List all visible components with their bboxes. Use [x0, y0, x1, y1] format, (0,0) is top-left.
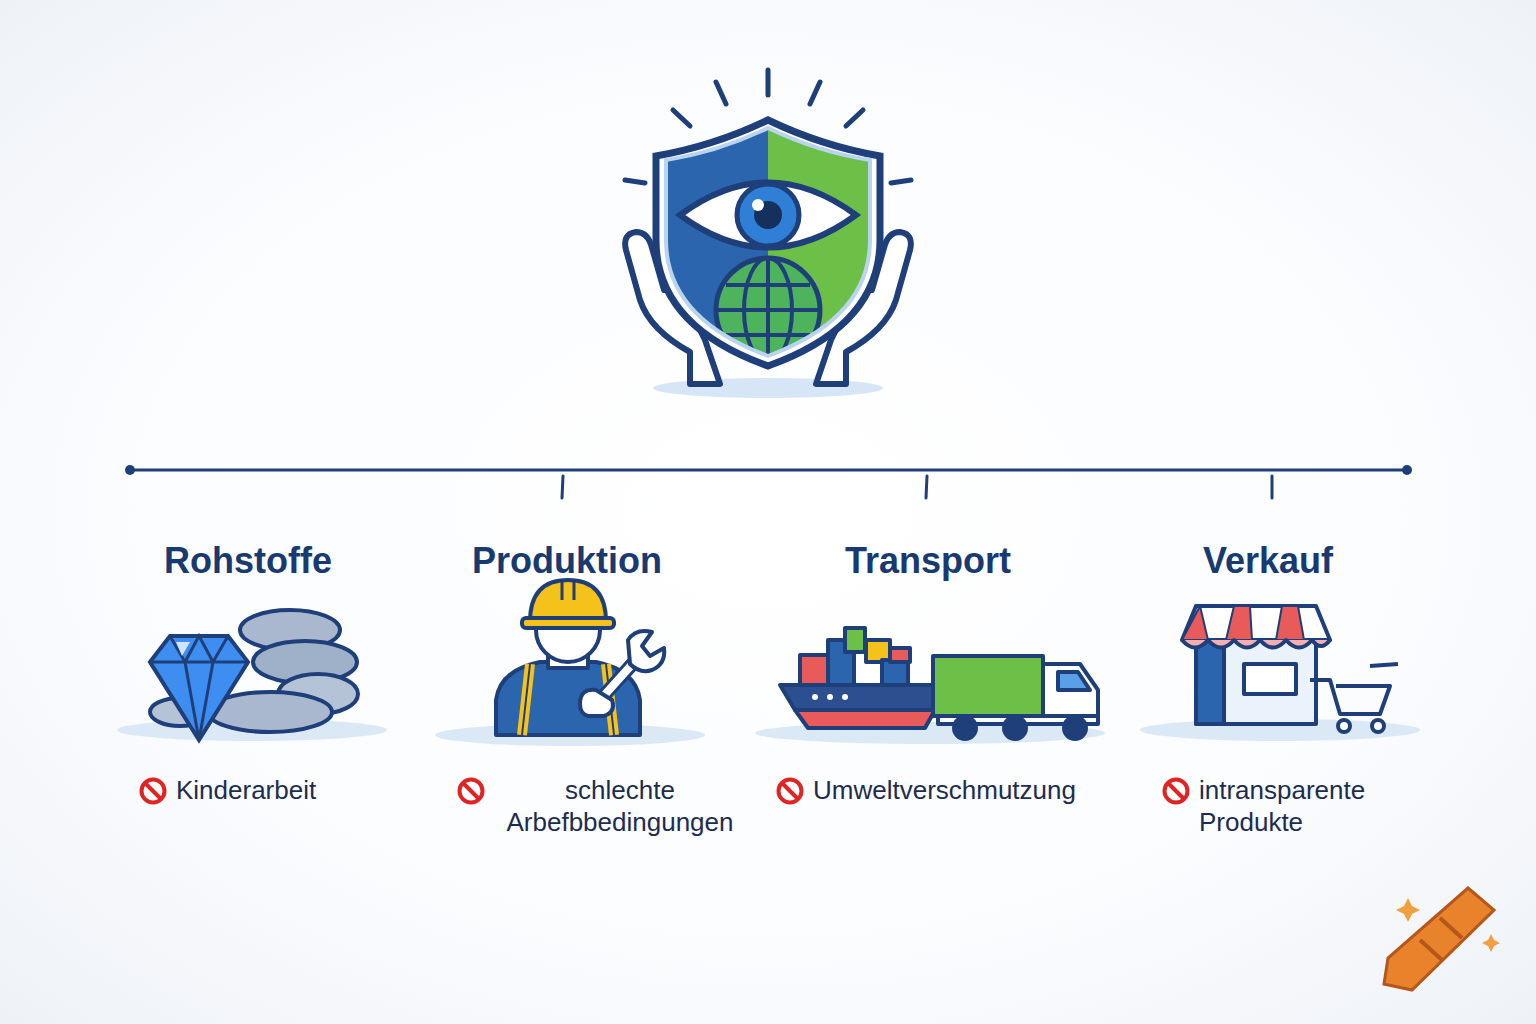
issue-item: schlechte Arbefbbedingungen: [456, 774, 746, 838]
line-end: [1402, 465, 1412, 475]
shield: [656, 120, 880, 370]
stage-heading: Transport: [845, 540, 1011, 582]
stage-heading: Rohstoffe: [164, 540, 332, 582]
stage-heading: Verkauf: [1203, 540, 1333, 582]
stage-heading: Produktion: [472, 540, 662, 582]
issue-label: Umweltverschmutzung: [813, 774, 1076, 806]
issue-item: Kinderarbeit: [138, 774, 316, 806]
prohibited-icon: [138, 776, 168, 806]
shop-icon: [1182, 606, 1398, 732]
issue-label: schlechte Arbefbbedingungen: [494, 774, 746, 838]
issue-label: Kinderarbeit: [176, 774, 316, 806]
worker-icon: [496, 580, 664, 735]
timeline: [130, 470, 1407, 498]
prohibited-icon: [456, 776, 486, 806]
line-end: [125, 465, 135, 475]
issue-item: intransparente Produkte: [1161, 774, 1421, 838]
issue-label: intransparente Produkte: [1199, 774, 1421, 838]
raw-materials-icon: [150, 610, 358, 740]
transport-icon: [780, 628, 1098, 739]
crayon-watermark: [1384, 888, 1500, 990]
issue-item: Umweltverschmutzung: [775, 774, 1076, 806]
prohibited-icon: [1161, 776, 1191, 806]
prohibited-icon: [775, 776, 805, 806]
